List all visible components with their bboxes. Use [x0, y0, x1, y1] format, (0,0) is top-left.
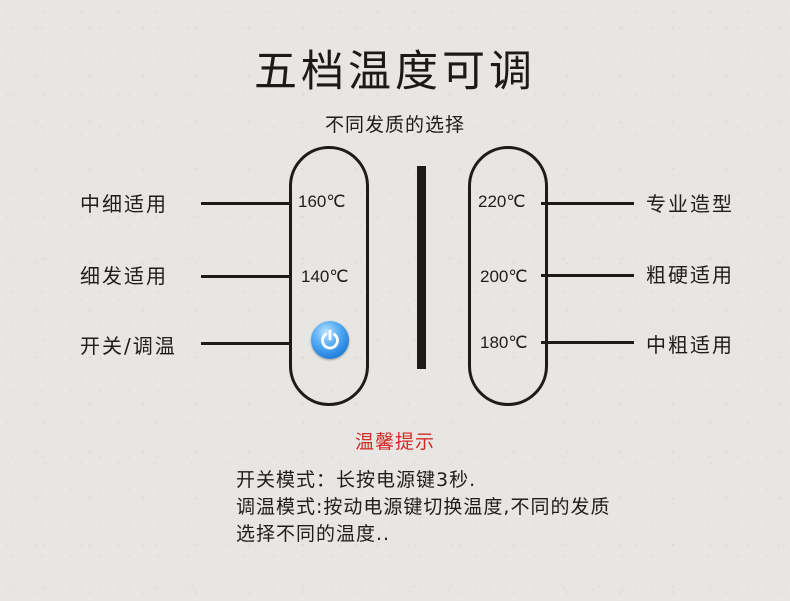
right-row-1-temp: 220℃ [478, 192, 526, 211]
right-row-1-connector [541, 202, 634, 205]
right-row-2-connector [541, 274, 634, 277]
right-row-2-temp: 200℃ [480, 267, 528, 286]
right-row-1-label: 专业造型 [646, 192, 734, 216]
left-row-3-connector [201, 342, 291, 345]
right-row-3-label: 中粗适用 [646, 333, 734, 357]
center-divider [417, 166, 426, 369]
right-row-3-temp: 180℃ [480, 333, 528, 352]
left-row-3-label: 开关/调温 [80, 334, 177, 358]
left-row-2-connector [201, 275, 291, 278]
page-title: 五档温度可调 [254, 47, 536, 97]
left-row-1-temp: 160℃ [298, 192, 346, 211]
left-row-2-label: 细发适用 [80, 264, 168, 288]
left-row-1-connector [201, 202, 291, 205]
power-icon [321, 329, 339, 350]
left-row-1-label: 中细适用 [80, 192, 168, 216]
page-subtitle: 不同发质的选择 [324, 114, 465, 136]
tips-line-1: 开关模式：长按电源键3秒. [236, 469, 477, 491]
tips-line-2: 调温模式:按动电源键切换温度,不同的发质 [236, 496, 611, 518]
right-row-3-connector [541, 341, 634, 344]
power-button[interactable] [311, 321, 349, 359]
tips-line-3: 选择不同的温度.. [236, 523, 391, 545]
left-row-2-temp: 140℃ [301, 267, 349, 286]
tips-title: 温馨提示 [354, 431, 435, 453]
tips-body: 开关模式：长按电源键3秒. 调温模式:按动电源键切换温度,不同的发质 选择不同的… [236, 467, 610, 548]
right-row-2-label: 粗硬适用 [646, 263, 734, 287]
